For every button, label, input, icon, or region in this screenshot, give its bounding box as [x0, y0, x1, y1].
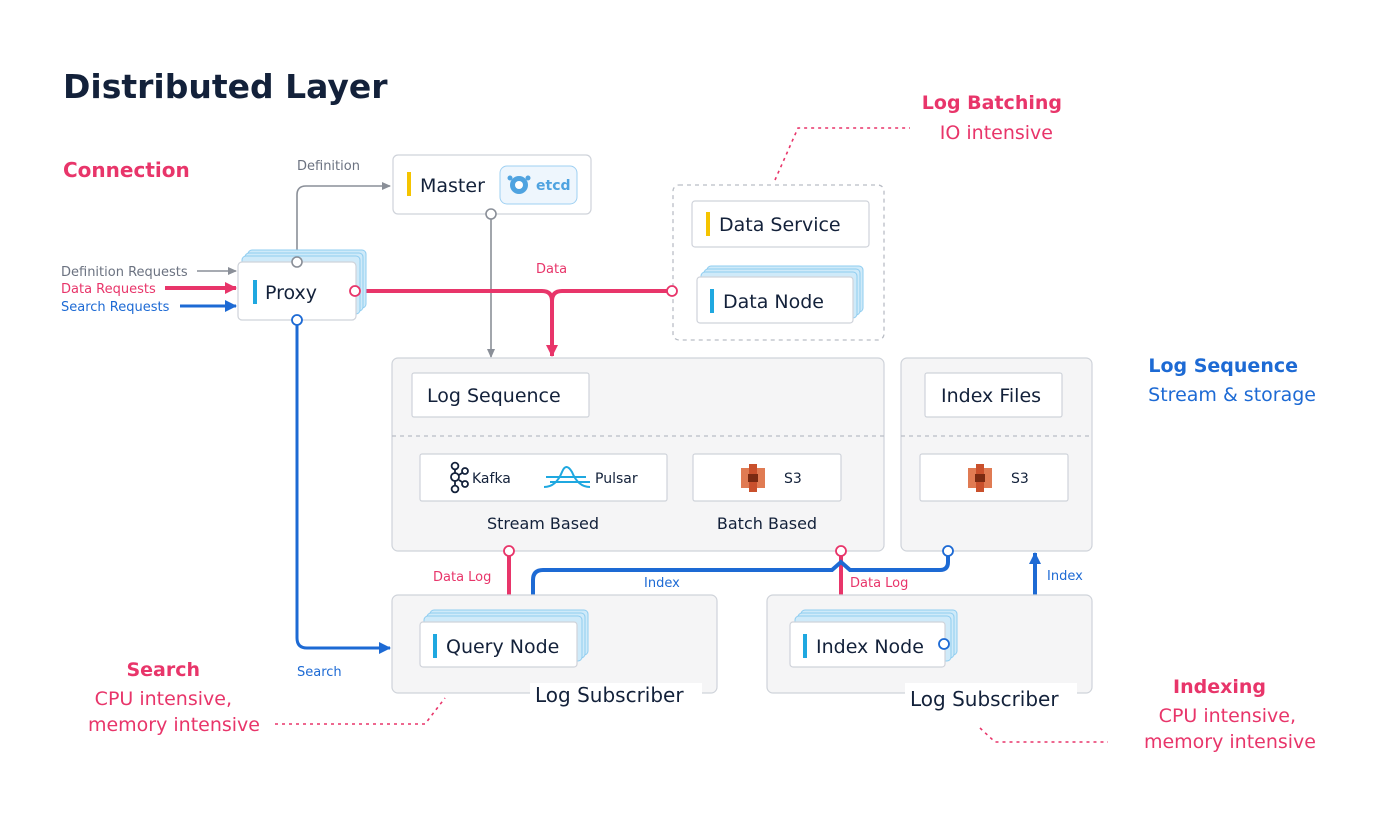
data-requests-label: Data Requests — [61, 282, 156, 297]
search-edge — [295, 320, 391, 654]
batch-based-label: Batch Based — [717, 514, 817, 533]
stream-box — [419, 453, 668, 502]
proxy-data-port — [349, 285, 361, 297]
log-sequence-note-title: Log Sequence — [1148, 355, 1298, 377]
data-node-label: Data Node — [723, 291, 824, 313]
proxy-definition-port — [291, 256, 303, 268]
proxy-search-port — [291, 314, 303, 326]
data-node-port — [666, 285, 678, 297]
stream-based-label: Stream Based — [487, 514, 599, 533]
data-log-query-label: Data Log — [433, 570, 491, 585]
query-node-accent — [433, 634, 437, 658]
index-files-edge-label: Index — [1047, 569, 1083, 584]
s3-index-label: S3 — [1011, 471, 1029, 487]
definition-edge-label: Definition — [297, 159, 360, 174]
query-node-label: Query Node — [446, 636, 559, 658]
etcd-label: etcd — [536, 178, 571, 194]
data-log-index-label: Data Log — [850, 576, 908, 591]
indexing-note-line1: CPU intensive, — [1159, 705, 1296, 727]
data-node-box[interactable] — [696, 276, 854, 324]
kafka-label: Kafka — [472, 471, 511, 487]
search-edge-label: Search — [297, 665, 342, 680]
index-s3-box — [919, 453, 1069, 502]
log-sequence-note-subtitle: Stream & storage — [1148, 384, 1316, 406]
log-sequence-index-port — [835, 545, 847, 557]
s3-icon — [968, 464, 992, 492]
log-batching-title: Log Batching — [922, 92, 1062, 114]
log-sequence-box[interactable] — [411, 372, 590, 418]
log-batching-leader — [774, 127, 910, 181]
search-leader — [275, 697, 446, 725]
index-files-port — [942, 545, 954, 557]
log-batching-subtitle: IO intensive — [940, 122, 1053, 144]
query-node-box[interactable] — [419, 621, 578, 668]
master-accent — [407, 172, 411, 196]
index-files-box[interactable] — [924, 372, 1063, 418]
index-node-accent — [803, 634, 807, 658]
data-service-accent — [706, 212, 710, 236]
page-title: Distributed Layer — [63, 67, 388, 106]
search-note-title: Search — [126, 659, 200, 681]
search-note-line1: CPU intensive, — [95, 688, 232, 710]
index-to-query-edge — [527, 551, 950, 623]
index-node-label: Index Node — [816, 636, 924, 658]
index-files-label: Index Files — [941, 385, 1041, 407]
kafka-icon — [450, 461, 469, 494]
log-batching-group — [672, 184, 885, 341]
search-requests-label: Search Requests — [61, 300, 170, 315]
data-edge-label: Data — [536, 262, 567, 277]
proxy-accent — [253, 280, 257, 304]
pulsar-label: Pulsar — [595, 471, 638, 487]
search-note-line2: memory intensive — [88, 714, 260, 736]
pulsar-icon — [543, 466, 591, 488]
etcd-badge — [499, 165, 578, 205]
index-to-query-label: Index — [644, 576, 680, 591]
query-subscriber-label: Log Subscriber — [535, 683, 684, 707]
indexing-leader — [979, 727, 1108, 743]
etcd-icon — [507, 175, 531, 194]
definition-requests-label: Definition Requests — [61, 265, 188, 280]
index-subscriber-label: Log Subscriber — [910, 687, 1059, 711]
master-label: Master — [420, 175, 485, 197]
batch-box — [692, 453, 842, 502]
data-node-accent — [710, 289, 714, 313]
data-service-box[interactable] — [691, 200, 870, 248]
connection-label: Connection — [63, 158, 190, 182]
s3-batch-label: S3 — [784, 471, 802, 487]
index-node-port — [938, 638, 950, 650]
data-service-label: Data Service — [719, 214, 841, 236]
proxy-label: Proxy — [265, 282, 317, 304]
query-subscriber-label-bg — [530, 683, 702, 713]
log-sequence-label: Log Sequence — [427, 385, 561, 407]
index-subscriber-label-bg — [905, 683, 1077, 713]
data-edge — [355, 289, 672, 302]
indexing-note-line2: memory intensive — [1144, 731, 1316, 753]
indexing-note-title: Indexing — [1173, 676, 1266, 698]
master-port — [485, 208, 497, 220]
s3-icon — [741, 464, 765, 492]
log-sequence-query-port — [503, 545, 515, 557]
definition-edge — [296, 182, 391, 262]
